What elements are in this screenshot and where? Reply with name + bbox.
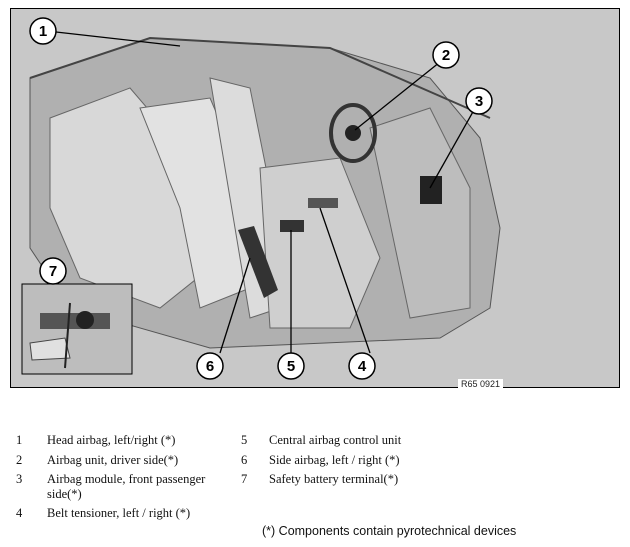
legend-text: Head airbag, left/right (*): [47, 433, 176, 447]
figure-reference-code: R65 0921: [458, 379, 504, 389]
legend-number: 3: [16, 472, 23, 486]
legend-number: 4: [16, 506, 23, 520]
legend-number: 1: [16, 433, 23, 447]
callout-leaders: [55, 31, 475, 354]
callout-1: 1: [29, 17, 57, 45]
callout-7: 7: [39, 257, 67, 285]
callout-6-number: 6: [206, 358, 214, 375]
callout-2-number: 2: [442, 47, 450, 64]
battery-terminal-inset: [21, 283, 133, 375]
legend-text: Airbag unit, driver side(*): [47, 453, 179, 467]
callout-4-number: 4: [358, 358, 367, 375]
vehicle-cutaway-illustration: 1 2 3 4 5 6 7: [10, 8, 620, 388]
airbag-system-diagram: 1 2 3 4 5 6 7: [10, 8, 620, 389]
callout-2: 2: [432, 41, 460, 69]
callout-5: 5: [277, 352, 305, 380]
callout-1-number: 1: [39, 23, 47, 40]
legend-text: Central airbag control unit: [269, 433, 402, 447]
callout-3: 3: [465, 87, 493, 115]
legend-text: Belt tensioner, left / right (*): [47, 506, 191, 520]
legend-text: Safety battery terminal(*): [269, 472, 399, 486]
callout-6: 6: [196, 352, 224, 380]
callout-3-number: 3: [475, 93, 483, 110]
legend-text: Side airbag, left / right (*): [269, 453, 400, 467]
callout-5-number: 5: [287, 358, 295, 375]
legend-number: 7: [241, 472, 248, 486]
pyrotechnic-note: (*) Components contain pyrotechnical dev…: [262, 524, 517, 538]
legend-number: 5: [241, 433, 248, 447]
callout-7-number: 7: [49, 263, 57, 280]
callout-4: 4: [348, 352, 376, 380]
legend-text: Airbag module, front passenger side(*): [47, 472, 206, 501]
legend-number: 2: [16, 453, 23, 467]
callouts: 1 2 3 4 5 6 7: [29, 17, 493, 380]
legend-number: 6: [241, 453, 248, 467]
